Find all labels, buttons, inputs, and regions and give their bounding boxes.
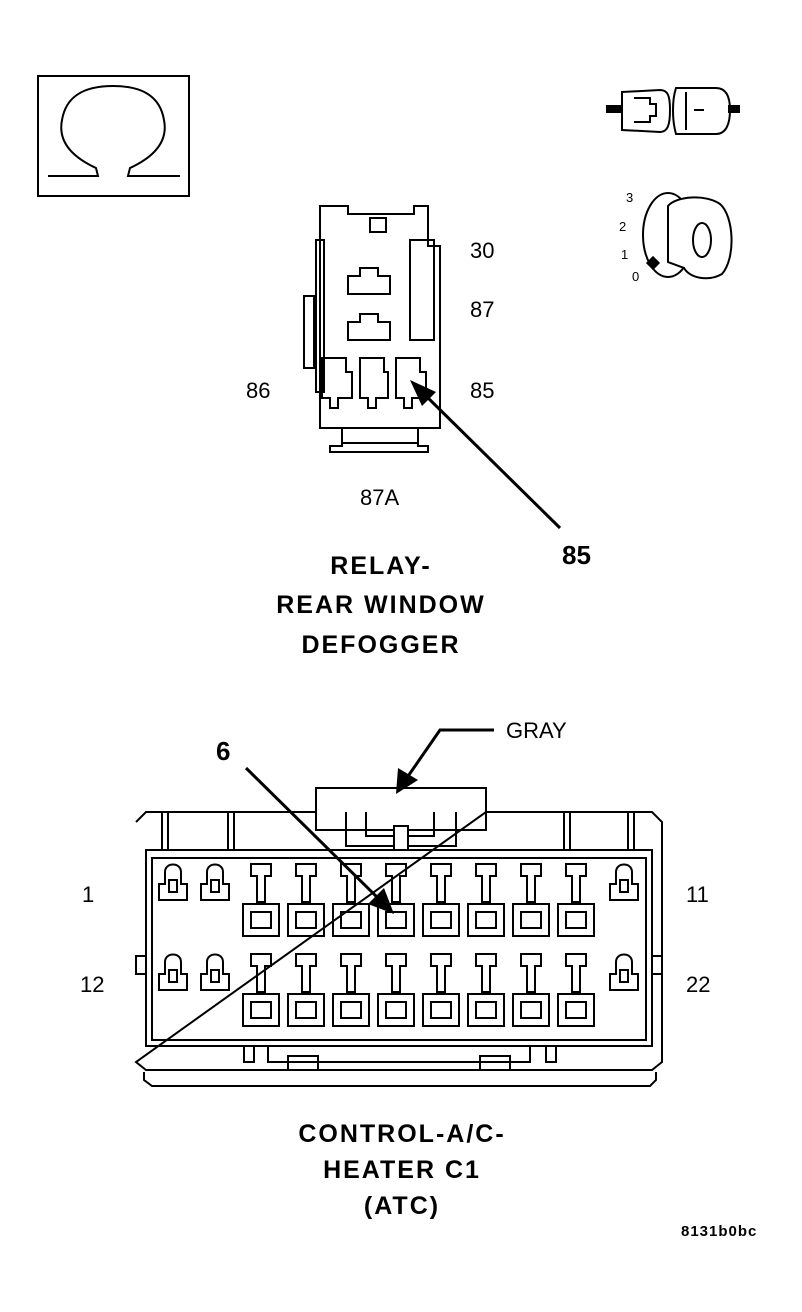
connector-cavity bbox=[557, 863, 595, 937]
relay-callout-arrow bbox=[410, 380, 562, 530]
connector-title-line-2: HEATER C1 bbox=[323, 1156, 481, 1184]
connector-color-label: GRAY bbox=[506, 718, 567, 743]
connector-cavity bbox=[158, 863, 188, 901]
connector-cavity bbox=[158, 953, 188, 991]
ignition-key-icon: 3 2 1 0 bbox=[619, 190, 733, 284]
connector-pin-1-label: 1 bbox=[82, 882, 94, 907]
connector-cavity bbox=[422, 863, 460, 937]
connector-callout-arrow bbox=[244, 766, 394, 914]
ignition-position-1: 1 bbox=[621, 247, 628, 262]
connector-cavity bbox=[512, 953, 550, 1027]
connector-cavity bbox=[242, 953, 280, 1027]
connector-pin-22-label: 22 bbox=[686, 972, 710, 997]
connector-cavity bbox=[332, 863, 370, 937]
figure-code: 8131b0bc bbox=[681, 1223, 757, 1240]
connector-callout-label: 6 bbox=[216, 736, 230, 766]
ignition-position-2: 2 bbox=[619, 219, 626, 234]
relay-pin-87a-label: 87A bbox=[360, 485, 399, 510]
connector-cavity bbox=[609, 863, 639, 901]
connector-title-line-1: CONTROL-A/C- bbox=[298, 1120, 505, 1148]
connector-cavity bbox=[609, 953, 639, 991]
connector-cavity bbox=[287, 863, 325, 937]
connector-cavity bbox=[200, 863, 230, 901]
connector-plug-icon bbox=[606, 87, 740, 135]
connector-row-1 bbox=[158, 863, 639, 937]
connector-cavity bbox=[467, 863, 505, 937]
connector-cavity bbox=[332, 953, 370, 1027]
relay-pin-87-label: 87 bbox=[470, 297, 494, 322]
resistance-ohm-icon bbox=[37, 75, 190, 197]
relay-pin-86-label: 86 bbox=[246, 378, 270, 403]
relay-callout-label: 85 bbox=[562, 540, 591, 570]
ignition-position-0: 0 bbox=[632, 269, 639, 284]
connector-cavity bbox=[377, 953, 415, 1027]
ignition-position-3: 3 bbox=[626, 190, 633, 205]
connector-row-2 bbox=[158, 953, 639, 1027]
connector-cavity-pin-6 bbox=[377, 863, 415, 937]
connector-cavity bbox=[557, 953, 595, 1027]
relay-outline bbox=[303, 205, 441, 453]
relay-title-line-1: RELAY- bbox=[330, 552, 431, 580]
connector-cavity bbox=[512, 863, 550, 937]
connector-cavity bbox=[200, 953, 230, 991]
connector-pin-12-label: 12 bbox=[80, 972, 104, 997]
relay-title-line-2: REAR WINDOW bbox=[276, 591, 485, 619]
connector-cavity bbox=[242, 863, 280, 937]
connector-cavity bbox=[422, 953, 460, 1027]
connector-title-line-3: (ATC) bbox=[364, 1192, 440, 1220]
connector-cavity bbox=[287, 953, 325, 1027]
connector-outline bbox=[134, 787, 663, 1087]
connector-pin-11-label: 11 bbox=[686, 882, 709, 907]
relay-title-line-3: DEFOGGER bbox=[301, 631, 460, 659]
relay-pin-30-label: 30 bbox=[470, 238, 494, 263]
color-callout-arrow bbox=[396, 728, 494, 794]
relay-pin-85-label: 85 bbox=[470, 378, 494, 403]
connector-cavity bbox=[467, 953, 505, 1027]
